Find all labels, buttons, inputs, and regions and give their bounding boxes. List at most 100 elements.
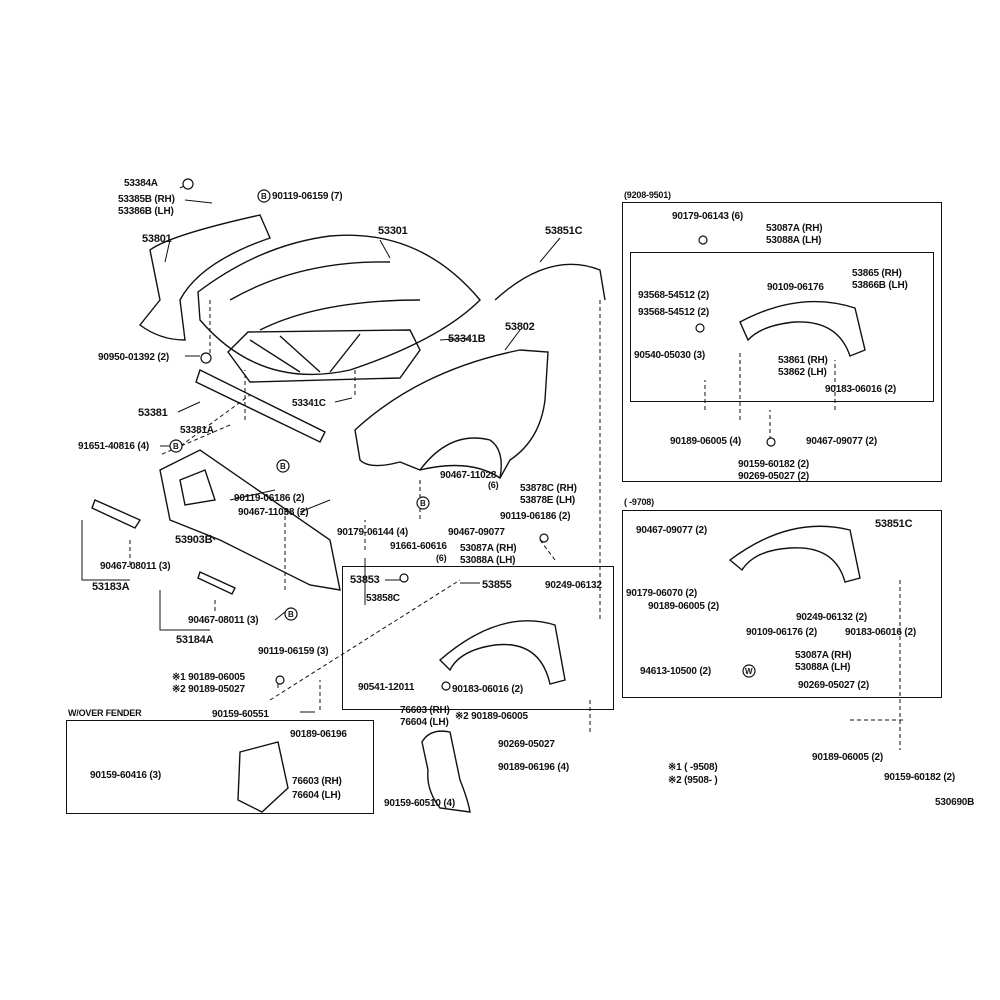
part-90189-06005-2b: 90189-06005 (2) [812,752,883,763]
part-90119-06186-2a: 90119-06186 (2) [234,493,305,504]
note-2: ※2 (9508- ) [668,775,718,786]
clip-icon-1 [182,178,194,190]
part-53386B: 53386B (LH) [118,206,174,217]
part-53381: 53381 [138,407,168,419]
part-90467-09077-2b: 90467-09077 (2) [636,525,707,536]
washer-w-marker [742,664,756,678]
part-53801: 53801 [142,233,172,245]
part-53862: 53862 (LH) [778,367,827,378]
part-90189-06196: 90189-06196 [290,729,347,740]
hood-hinge-outline [139,214,271,341]
part-76603-b: 76603 (RH) [292,776,342,787]
bolt-b-marker-5 [284,607,298,621]
hood-outline [197,234,481,376]
part-53861: 53861 (RH) [778,355,828,366]
upper-right-box [622,202,942,482]
part-90109-06176-2: 90109-06176 (2) [746,627,817,638]
part-90467-11028: 90467-11028 [440,470,497,481]
clip-icon-7 [766,437,776,447]
part-90159-60182-2b: 90159-60182 (2) [884,772,955,783]
fender-liner-arc [494,263,606,301]
part-53088A-b: 53088A (LH) [766,235,822,246]
part-90540-05030: 90540-05030 (3) [634,350,705,361]
part-53878C: 53878C (RH) [520,483,577,494]
b-marker-text-2: B [173,442,179,451]
part-90467-09077-a: 90467-09077 [448,527,505,538]
part-53865: 53865 (RH) [852,268,902,279]
part-53087A-c: 53087A (RH) [795,650,852,661]
part-90189-05027-note2: ※2 90189-05027 [172,684,245,695]
part-53341C: 53341C [292,398,326,409]
part-90189-06005-4: 90189-06005 (4) [670,436,741,447]
part-94613-10500: 94613-10500 (2) [640,666,711,677]
lower-right-box [622,510,942,698]
part-90159-60416: 90159-60416 (3) [90,770,161,781]
part-53855: 53855 [482,579,512,591]
part-53341B: 53341B [448,333,486,345]
part-76604-a: 76604 (LH) [400,717,449,728]
clip-icon-6 [695,323,705,333]
over-fender-box [66,720,374,814]
part-90467-11038: 90467-11038 (2) [238,507,309,518]
diagram-id: 530690B [935,797,975,808]
part-90119-06186-2b: 90119-06186 (2) [500,511,571,522]
b-marker-text-1: B [261,192,267,201]
part-53183A: 53183A [92,581,130,593]
part-90467-08011-3b: 90467-08011 (3) [188,615,259,626]
part-53851C-a: 53851C [545,225,583,237]
fender-flare-lower-right [728,525,861,583]
part-90467-08011-3a: 90467-08011 (3) [100,561,171,572]
clip-icon-4 [441,681,451,691]
part-91661-60616: 91661-60616 [390,541,447,552]
part-93568-54512-b: 93568-54512 (2) [638,307,709,318]
bolt-b-marker-4 [416,496,430,510]
part-qty-6a: (6) [488,480,499,490]
part-90467-09077-2a: 90467-09077 (2) [806,436,877,447]
hood-seal-outline [227,329,421,383]
clip-icon-8 [539,533,549,543]
clip-icon-2 [200,352,212,364]
part-53301: 53301 [378,225,408,237]
clip-icon-3 [399,573,409,583]
part-90183-06016-2c: 90183-06016 (2) [845,627,916,638]
part-53087A-b: 53087A (RH) [766,223,823,234]
part-53385B: 53385B (RH) [118,194,175,205]
part-53903B: 53903B [175,534,213,546]
fender-flare-center [438,620,566,685]
part-90249-06132-a: 90249-06132 [545,580,602,591]
part-76603-a: 76603 (RH) [400,705,450,716]
part-53802: 53802 [505,321,535,333]
fender-outline [354,349,549,480]
part-90269-05027-2a: 90269-05027 (2) [738,471,809,482]
lock-support-outline [195,369,326,443]
bolt-b-marker-3 [276,459,290,473]
part-90119-06159-3: 90119-06159 (3) [258,646,329,657]
clip-icon-9 [275,675,285,685]
part-90159-60510: 90159-60510 (4) [384,798,455,809]
section-label-upper-right: (9208-9501) [624,190,671,200]
part-90249-06132-2: 90249-06132 (2) [796,612,867,623]
part-53851C-b: 53851C [875,518,913,530]
part-90159-60551: 90159-60551 [212,709,269,720]
b-marker-text-4: B [420,499,426,508]
part-90189-06196-4: 90189-06196 (4) [498,762,569,773]
part-93568-54512-a: 93568-54512 (2) [638,290,709,301]
part-90159-60182-2a: 90159-60182 (2) [738,459,809,470]
part-90179-06143: 90179-06143 (6) [672,211,743,222]
mudflap-over-fender-outline [237,741,289,813]
b-marker-text-3: B [280,462,286,471]
part-90109-06176-a: 90109-06176 [767,282,824,293]
part-53087A-a: 53087A (RH) [460,543,517,554]
part-91651-40816: 91651-40816 (4) [78,441,149,452]
part-90183-06016-2b: 90183-06016 (2) [825,384,896,395]
part-53088A-a: 53088A (LH) [460,555,516,566]
part-90179-06070: 90179-06070 (2) [626,588,697,599]
section-label-lower-right: ( -9708) [624,497,654,507]
part-qty-6b: (6) [436,553,447,563]
w-marker-text: W [745,667,753,676]
part-90269-05027-a: 90269-05027 [498,739,555,750]
part-90179-06144: 90179-06144 (4) [337,527,408,538]
clip-icon-5 [698,235,708,245]
